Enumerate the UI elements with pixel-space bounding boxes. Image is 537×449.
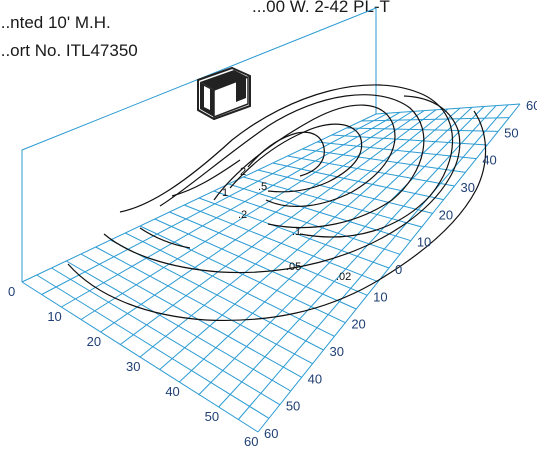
contour-.1	[119, 84, 454, 238]
lateral-tick-label: 60	[526, 98, 537, 113]
depth-tick-label: 10	[47, 309, 61, 324]
lateral-tick-label: 20	[351, 317, 365, 332]
depth-tick-label: 30	[126, 359, 140, 374]
lateral-tick-label: 10	[417, 235, 431, 250]
contour-label-.05: .05	[286, 261, 301, 273]
lateral-axis-ticks: 60 50 40 30 20 10 0 10 20 30 40 50 60	[264, 98, 537, 441]
depth-tick-label: 50	[205, 409, 219, 424]
contour-labels: 2 1 .5 .2 .1 .05 .02	[222, 166, 351, 283]
contour-label-1: 1	[222, 187, 228, 199]
header-line-2: ...nted 10' M.H.	[0, 13, 111, 32]
contour-label-.5: .5	[258, 181, 267, 193]
lateral-tick-label: 40	[308, 371, 322, 386]
light-fixture-icon	[197, 66, 251, 121]
contour-.5	[213, 104, 396, 207]
contour-.05	[103, 95, 461, 274]
contour-label-.2: .2	[238, 209, 247, 221]
grid-line-depth	[159, 107, 461, 370]
contour-label-.02: .02	[336, 271, 351, 283]
depth-tick-label: 60	[244, 434, 258, 449]
lateral-tick-label: 50	[504, 125, 518, 140]
grid-line-depth	[178, 106, 473, 383]
isolux-contours	[67, 84, 487, 322]
lateral-tick-label: 0	[395, 262, 402, 277]
contour-mid-2	[139, 227, 191, 249]
lateral-tick-label: 60	[264, 426, 278, 441]
lateral-tick-label: 30	[461, 180, 475, 195]
contour-label-2: 2	[240, 166, 246, 178]
depth-axis-ticks: 0 10 20 30 40 50 60	[8, 284, 258, 449]
contour-.02	[67, 110, 487, 322]
depth-tick-label: 40	[165, 384, 179, 399]
contour-1	[229, 123, 363, 193]
contour-mid-1	[171, 159, 241, 197]
header-line-1: ...00 W. 2-42 PL-T	[252, 0, 390, 16]
lateral-tick-label: 10	[373, 289, 387, 304]
grid-line-depth	[41, 112, 389, 295]
grid-line-depth	[218, 105, 497, 408]
lateral-tick-label: 50	[286, 399, 300, 414]
contour-label-.1: .1	[292, 226, 301, 238]
lateral-tick-label: 40	[482, 153, 496, 168]
grid-line-depth	[198, 106, 485, 395]
header-line-3: ...ort No. ITL47350	[0, 41, 138, 60]
lateral-tick-label: 20	[439, 207, 453, 222]
grid-line-depth	[139, 108, 449, 358]
grid-line-depth	[80, 111, 413, 320]
floor-grid	[21, 103, 521, 433]
depth-tick-label: 20	[87, 334, 101, 349]
grid-line-depth	[61, 111, 401, 308]
grid-line-depth	[257, 103, 521, 433]
grid-line-depth	[21, 113, 377, 283]
lateral-tick-label: 30	[330, 344, 344, 359]
header-block: ...00 W. 2-42 PL-T ...nted 10' M.H. ...o…	[0, 0, 390, 60]
contour-.2	[159, 94, 425, 229]
depth-tick-label: 0	[8, 284, 15, 299]
grid-line-depth	[237, 104, 509, 420]
grid-line-depth	[100, 110, 425, 333]
grid-line-depth	[120, 109, 437, 345]
